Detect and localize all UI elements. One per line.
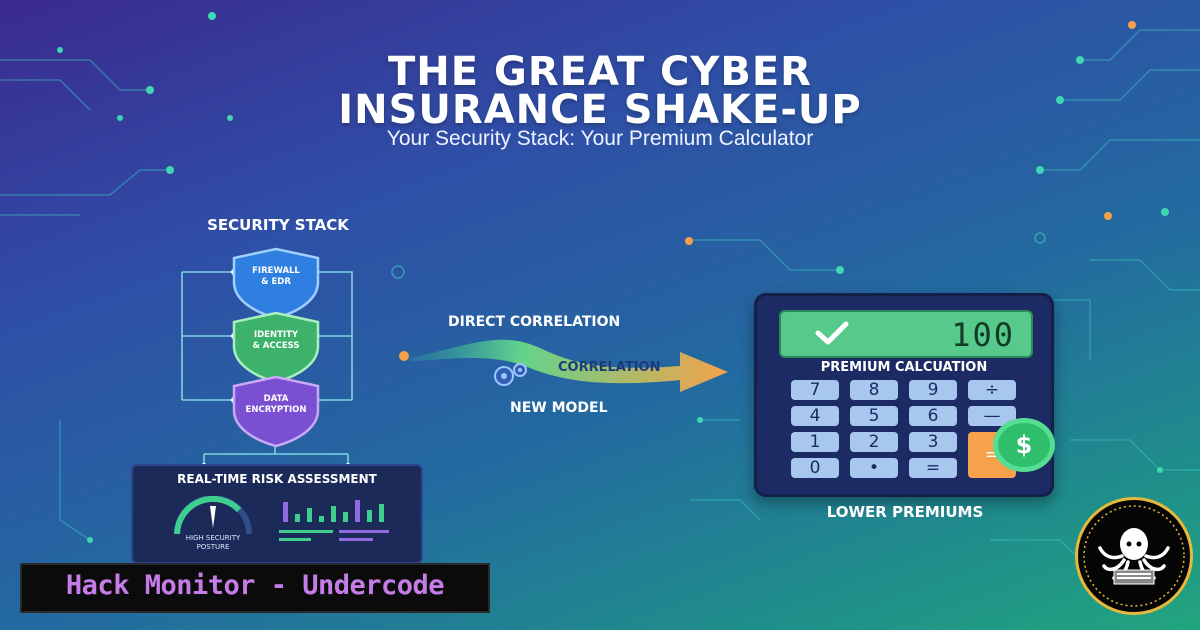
identity-shield: IDENTITY & ACCESS [228, 310, 324, 384]
lower-premiums-label: LOWER PREMIUMS [826, 503, 984, 521]
premium-calculation-label: PREMIUM CALCUATION [820, 360, 988, 375]
posture-label-line1: HIGH SECURITY [185, 534, 241, 542]
octopus-icon [1083, 505, 1185, 607]
security-stack-title: SECURITY STACK [207, 216, 349, 234]
calculator-display: 100 [779, 310, 1033, 358]
shield-label-line1: IDENTITY [253, 330, 299, 340]
shield-label-line2: & EDR [261, 277, 291, 287]
shield-icon [232, 375, 320, 448]
key-1[interactable]: 1 [791, 432, 839, 452]
bar-graph-icon [279, 500, 389, 541]
checkmark-icon [815, 321, 849, 345]
direct-correlation-label: DIRECT CORRELATION [448, 314, 621, 330]
shield-label-line1: DATA [263, 394, 289, 404]
key-decimal[interactable]: • [850, 458, 898, 478]
octopus-logo [1075, 497, 1193, 615]
key-0[interactable]: 0 [791, 458, 839, 478]
firewall-shield: FIREWALL & EDR [228, 246, 324, 320]
posture-label-line2: POSTURE [196, 543, 230, 551]
key-equals-small[interactable]: = [909, 458, 957, 478]
premium-calculator: 100 PREMIUM CALCUATION 7 8 9 ÷ 4 5 6 — 1… [754, 293, 1054, 497]
key-7[interactable]: 7 [791, 380, 839, 400]
key-9[interactable]: 9 [909, 380, 957, 400]
encryption-shield: DATA ENCRYPTION [228, 374, 324, 448]
key-8[interactable]: 8 [850, 380, 898, 400]
calculator-readout: 100 [951, 316, 1015, 354]
page-title-line1: THE GREAT CYBER [388, 49, 812, 95]
dollar-coin-icon: $ [993, 418, 1055, 472]
brand-banner: Hack Monitor - Undercode [20, 563, 490, 613]
key-6[interactable]: 6 [909, 406, 957, 426]
key-minus[interactable]: — [968, 406, 1016, 426]
page-title-line2: INSURANCE SHAKE-UP [338, 87, 862, 133]
page-subtitle: Your Security Stack: Your Premium Calcul… [386, 127, 814, 150]
shield-label-line2: & ACCESS [252, 341, 300, 351]
brand-name: Hack Monitor - Undercode [65, 570, 445, 601]
shield-label-line2: ENCRYPTION [245, 405, 307, 415]
key-2[interactable]: 2 [850, 432, 898, 452]
gears-icon [494, 363, 527, 386]
key-5[interactable]: 5 [850, 406, 898, 426]
key-3[interactable]: 3 [909, 432, 957, 452]
risk-assessment-title: REAL-TIME RISK ASSESSMENT [177, 472, 377, 486]
key-4[interactable]: 4 [791, 406, 839, 426]
shield-label-line1: FIREWALL [252, 266, 300, 276]
risk-assessment-panel: REAL-TIME RISK ASSESSMENT HIGH SECURITY … [131, 464, 423, 564]
correlation-arrow-label: CORRELATION [558, 360, 661, 375]
new-model-label: NEW MODEL [510, 400, 608, 416]
key-divide[interactable]: ÷ [968, 380, 1016, 400]
gauge-icon [174, 496, 252, 535]
posture-label: HIGH SECURITY POSTURE [163, 534, 263, 552]
